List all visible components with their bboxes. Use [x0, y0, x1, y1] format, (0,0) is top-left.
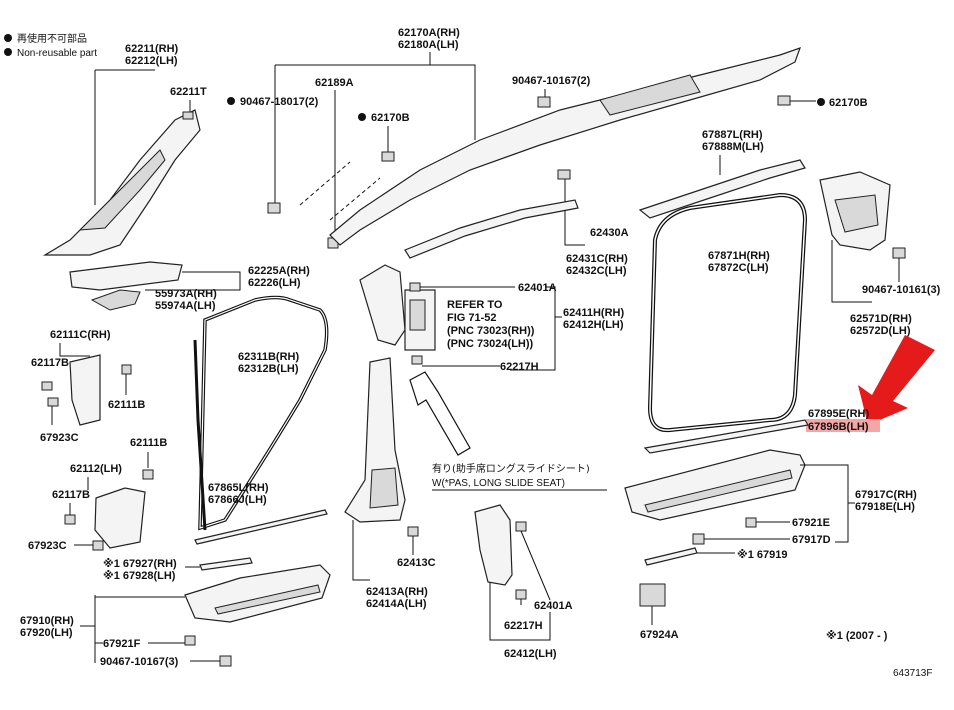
label-90467-18017: 90467-18017(2) — [240, 96, 319, 108]
label-62413a-rh: 62413A(RH) — [366, 586, 428, 598]
door-weatherstrip — [647, 192, 808, 433]
roof-side-garnish — [329, 47, 801, 246]
label-55973a-rh: 55973A(RH) — [155, 288, 217, 300]
figure-id: 643713F — [893, 668, 932, 679]
label-62430a: 62430A — [590, 227, 629, 239]
label-62311b-rh: 62311B(RH) — [238, 351, 299, 363]
direction-arrow-icon — [409, 371, 471, 456]
legend-jp: 再使用不可部品 — [17, 32, 87, 45]
label-67910-rh: 67910(RH) — [20, 615, 74, 627]
label-67887l-rh: 67887L(RH) — [702, 129, 763, 141]
label-55973a-lh: 55974A(LH) — [155, 300, 216, 312]
label-62112: 62112(LH) — [70, 463, 122, 475]
a-pillar-garnish — [42, 109, 201, 256]
label-62401a-top: 62401A — [518, 282, 557, 294]
non-reusable-bullet-icon — [4, 34, 12, 42]
label-62117b-top: 62117B — [31, 357, 69, 369]
label-67895e-rh: 67895E(RH) — [808, 408, 869, 420]
label-62211t: 62211T — [170, 86, 207, 98]
label-67917d: 67917D — [792, 534, 831, 546]
label-62170a-rh: 62170A(RH) — [398, 27, 460, 39]
label-67865l-lh: 67866J(LH) — [208, 494, 267, 506]
label-62411h-lh: 62412H(LH) — [563, 319, 624, 331]
label-67927-lh: ※1 67928(LH) — [103, 570, 176, 582]
clip-67924a-icon — [639, 583, 666, 607]
label-67927-rh: ※1 67927(RH) — [103, 558, 177, 570]
highlight-67896b — [806, 419, 880, 432]
label-67887l-lh: 67888M(LH) — [702, 141, 764, 153]
label-62117b-bot: 62117B — [52, 489, 90, 501]
label-62211-rh: 62211(RH) — [125, 43, 179, 55]
label-67921e-right: 67921E — [792, 517, 830, 529]
non-reusable-bullet-icon — [4, 48, 12, 56]
label-90467-10167-top: 90467-10167(2) — [512, 75, 591, 87]
label-62217h-top: 62217H — [500, 361, 539, 373]
label-refer-4: (PNC 73024(LH)) — [447, 338, 534, 350]
label-67921f: 67921F — [103, 638, 141, 650]
clip-icon — [182, 111, 194, 120]
label-62170b-right: 62170B — [829, 97, 868, 109]
label-62311b-lh: 62312B(LH) — [238, 363, 299, 375]
label-67910-lh: 67920(LH) — [20, 627, 73, 639]
label-62412: 62412(LH) — [504, 648, 557, 660]
label-62225a-lh: 62226(LH) — [248, 277, 301, 289]
label-67871h-lh: 67872C(LH) — [708, 262, 769, 274]
label-67924a: 67924A — [640, 629, 679, 641]
center-pillar-upper — [359, 264, 406, 346]
label-67895e-lh: 67896B(LH) — [808, 421, 869, 433]
label-refer-2: FIG 71-52 — [447, 312, 497, 324]
label-67917c-lh: 67918E(LH) — [855, 501, 915, 513]
label-62401a-bot: 62401A — [534, 600, 573, 612]
label-62189a: 62189A — [315, 77, 354, 89]
label-67919: ※1 67919 — [737, 549, 787, 561]
label-67923c-bot: 67923C — [28, 540, 67, 552]
label-refer-1: REFER TO — [447, 299, 503, 311]
label-67871h-rh: 67871H(RH) — [708, 250, 770, 262]
label-67865l-rh: 67865L(RH) — [208, 482, 269, 494]
clip-icon — [267, 202, 281, 214]
footnote: ※1 (2007 - ) — [826, 630, 888, 642]
label-62431c-lh: 62432C(LH) — [566, 265, 627, 277]
label-62111b-top: 62111B — [108, 399, 145, 411]
label-62411h-rh: 62411H(RH) — [563, 307, 624, 319]
label-90467-10161: 90467-10161(3) — [862, 284, 941, 296]
label-62413a-lh: 62414A(LH) — [366, 598, 427, 610]
label-slide-seat-jp: 有り(助手席ロングスライドシート) — [432, 462, 590, 475]
label-67917c-rh: 67917C(RH) — [855, 489, 917, 501]
label-62431c-rh: 62431C(RH) — [566, 253, 628, 265]
legend-en: Non-reusable part — [17, 48, 97, 59]
label-90467-10167-bot: 90467-10167(3) — [100, 656, 179, 668]
label-62170a-lh: 62180A(LH) — [398, 39, 459, 51]
label-62170b-left: 62170B — [371, 112, 410, 124]
label-62571d-lh: 62572D(LH) — [850, 325, 911, 337]
label-62571d-rh: 62571D(RH) — [850, 313, 912, 325]
label-62217h-bot: 62217H — [504, 620, 543, 632]
label-slide-seat-en: W(*PAS, LONG SLIDE SEAT) — [432, 478, 565, 489]
label-62225a-rh: 62225A(RH) — [248, 265, 310, 277]
label-67923c-top: 67923C — [40, 432, 79, 444]
label-62211-lh: 62212(LH) — [125, 55, 178, 67]
highlight-arrow-icon — [858, 335, 935, 425]
label-62111c: 62111C(RH) — [50, 329, 111, 341]
label-62413c: 62413C — [397, 557, 436, 569]
label-refer-3: (PNC 73023(RH)) — [447, 325, 535, 337]
label-62111b-mid: 62111B — [130, 437, 167, 449]
